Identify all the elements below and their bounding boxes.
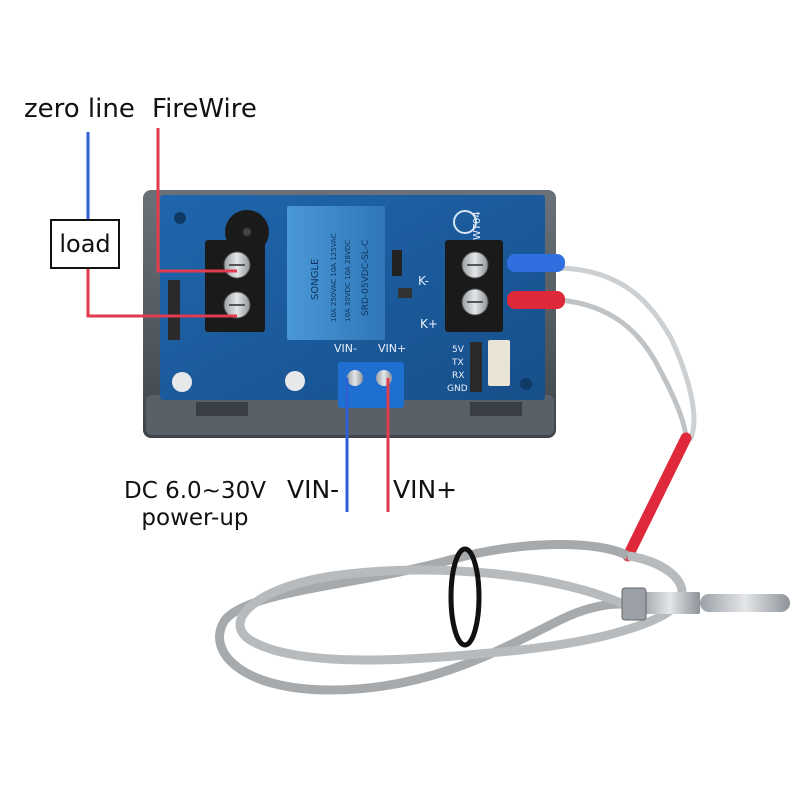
smd-component: [398, 288, 412, 298]
header-pin-rx: RX: [452, 371, 464, 381]
power-up-label: power-up: [141, 505, 249, 531]
vin-plus-label: VIN+: [393, 475, 458, 504]
relay-rating-a: 10A 250VAC 10A 125VAC: [330, 233, 338, 322]
header-pin-gnd: GND: [447, 384, 468, 394]
probe-thread: [640, 592, 700, 614]
firewire-label: FireWire: [152, 94, 257, 124]
terminal-k-minus: K-: [418, 274, 429, 288]
white-connector: [488, 340, 510, 386]
screw-icon: [376, 370, 392, 386]
vin-minus-silk: VIN-: [334, 342, 357, 355]
header-pin-5v: 5V: [452, 345, 465, 355]
relay-brand: SONGLE: [310, 259, 321, 300]
firewire-wire: [156, 128, 237, 273]
cable-tie: [448, 546, 482, 648]
screw-icon: [347, 370, 363, 386]
model-code: XY-WT04: [472, 211, 483, 255]
capacitor: [285, 371, 305, 391]
diode: [392, 250, 402, 276]
load-wire: [86, 268, 237, 318]
vin-plus-silk: VIN+: [378, 342, 406, 355]
mount-hole-icon: [520, 378, 532, 390]
power-supply-label: DC 6.0~30V power-up: [124, 478, 266, 532]
side-pin-header: [168, 280, 180, 340]
vin-minus-label: VIN-: [287, 475, 340, 504]
probe-lead-wire: [559, 297, 689, 441]
zero-line-label: zero line: [24, 94, 135, 124]
capacitor: [172, 372, 192, 392]
heat-shrink-red: [622, 432, 692, 562]
mount-hole-icon: [174, 212, 186, 224]
logo-icon: [453, 210, 477, 234]
serial-pin-header: [470, 342, 482, 392]
header-pin-tx: TX: [451, 358, 464, 368]
buzzer-hole: [243, 228, 251, 236]
ring-terminal-red: [507, 291, 565, 309]
probe-nut: [621, 587, 647, 621]
probe-tip: [700, 594, 790, 612]
probe-terminal-block: [445, 240, 503, 332]
probe-lead-wire: [559, 265, 697, 442]
enclosure-clip-left: [196, 402, 248, 416]
ring-terminal-blue: [507, 254, 565, 272]
relay: [287, 206, 385, 340]
relay-model: SRD-05VDC-SL-C: [361, 240, 371, 316]
terminal-k-plus: K+: [420, 317, 438, 331]
relay-rating-b: 10A 30VDC 10A 28VDC: [344, 240, 352, 322]
dc-range-label: DC 6.0~30V: [124, 478, 266, 504]
enclosure-clip-right: [470, 402, 522, 416]
load-label: load: [50, 219, 120, 269]
